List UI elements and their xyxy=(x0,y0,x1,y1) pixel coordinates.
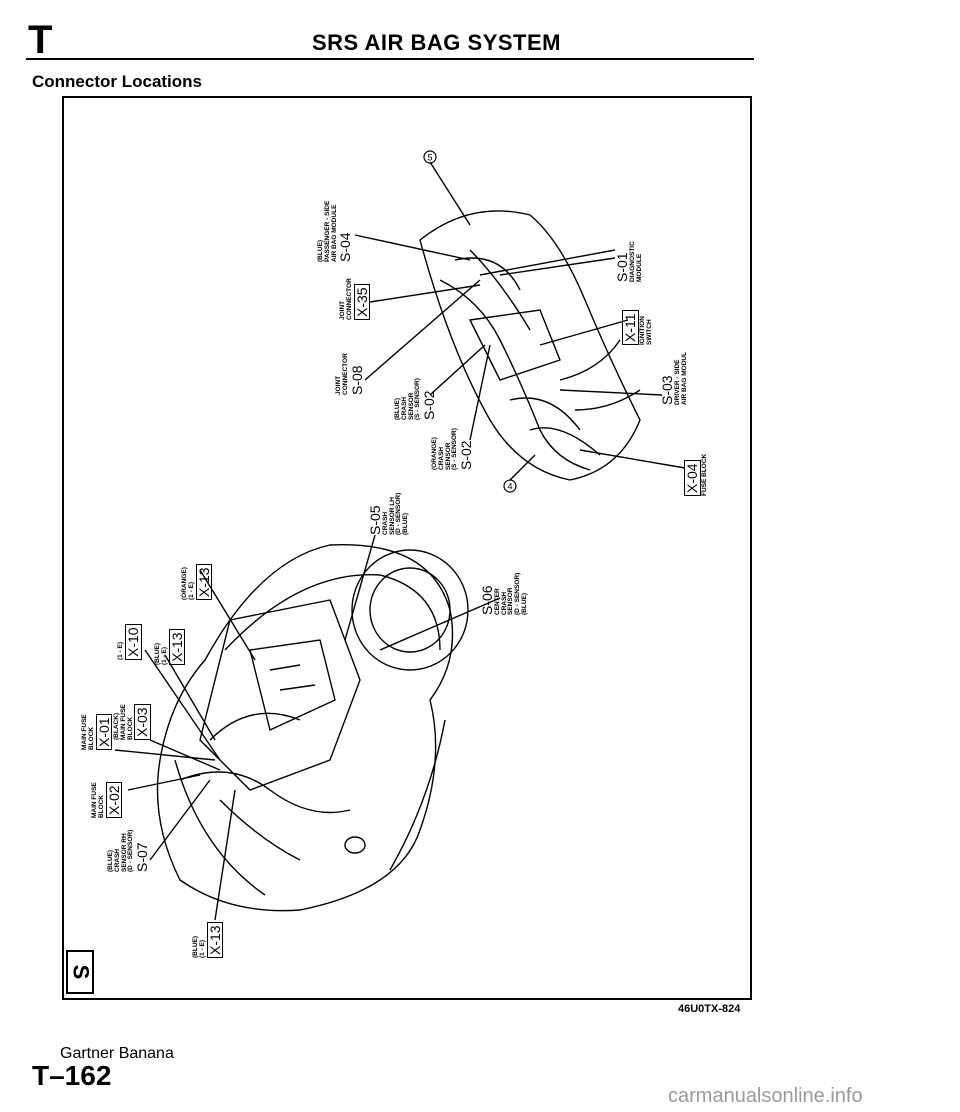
headlight xyxy=(344,836,366,854)
tire-rim xyxy=(369,567,451,653)
title-rule xyxy=(26,58,754,60)
engine-block xyxy=(199,599,361,791)
svg-text:4: 4 xyxy=(507,482,512,492)
callout-5: 5 xyxy=(423,150,437,164)
dash-harness xyxy=(439,249,591,471)
section-tab: S xyxy=(66,950,94,994)
diagram-frame xyxy=(62,96,752,1000)
engine-detail xyxy=(249,639,336,731)
footer-brand: Gartner Banana xyxy=(60,1045,174,1062)
figure-id: 46U0TX-824 xyxy=(678,1003,741,1015)
dashboard-outline xyxy=(419,210,641,481)
section-subheading: Connector Locations xyxy=(32,72,203,91)
bumper xyxy=(389,719,446,871)
page-number: T–162 xyxy=(32,1060,112,1091)
callout-4: 4 xyxy=(503,479,517,493)
wiring-harness-front xyxy=(179,712,351,861)
tire xyxy=(351,549,469,671)
car-body-outline xyxy=(156,543,454,912)
section-letter: T xyxy=(28,18,53,62)
watermark: carmanualsonline.info xyxy=(668,1085,863,1107)
dashboard-detail xyxy=(454,257,601,456)
fender-left xyxy=(174,759,266,896)
svg-text:5: 5 xyxy=(427,153,432,163)
page-title: SRS AIR BAG SYSTEM xyxy=(312,30,561,55)
leader-lines xyxy=(114,161,686,921)
